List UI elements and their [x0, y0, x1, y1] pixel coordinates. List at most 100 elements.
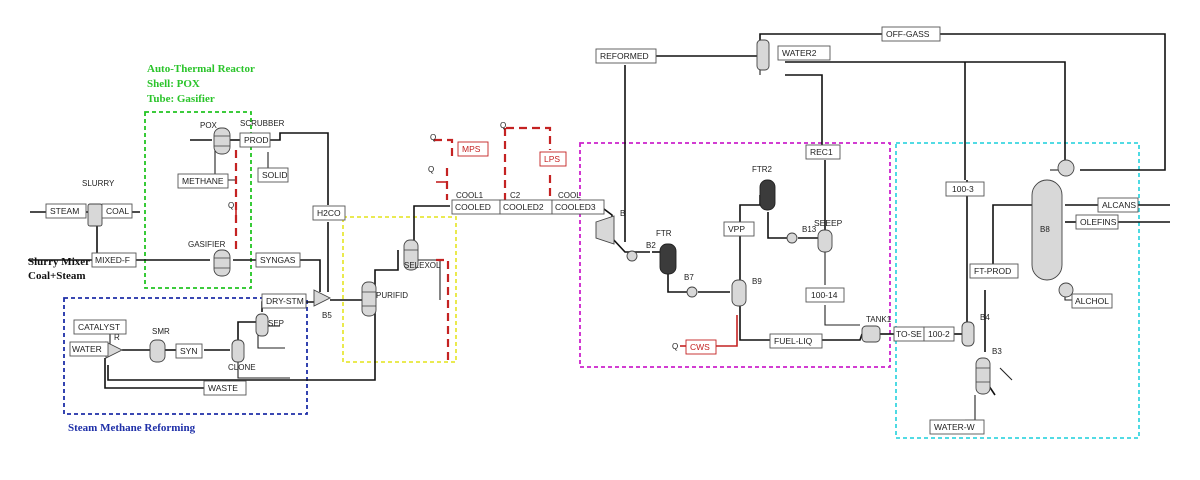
svg-text:COOLED: COOLED: [455, 202, 491, 212]
line-clone-sep: [237, 321, 258, 340]
svg-text:PROD: PROD: [244, 135, 269, 145]
b13-label: B13: [802, 225, 817, 234]
line-b3-right: [999, 367, 1013, 381]
stream-solid[interactable]: SOLID: [257, 167, 289, 183]
selexol-label: SELEXOL: [404, 261, 441, 270]
stream-water[interactable]: WATER: [69, 341, 109, 357]
stream-to-se[interactable]: TO-SE: [893, 326, 925, 342]
line-clone-out: [237, 362, 290, 379]
svg-text:FUEL-LIQ: FUEL-LIQ: [774, 336, 813, 346]
line-waste: [104, 358, 205, 389]
stream-mps[interactable]: MPS: [457, 141, 489, 157]
stream-dry-stm[interactable]: DRY-STM: [261, 293, 307, 309]
q-label-cws: Q: [672, 342, 678, 351]
slurry-label: SLURRY: [82, 179, 115, 188]
stream-100-14[interactable]: 100-14: [805, 287, 845, 303]
stream-reformed[interactable]: REFORMED: [595, 48, 657, 64]
line-fuel-tank: [822, 333, 863, 341]
svg-text:CWS: CWS: [690, 342, 710, 352]
stream-olefins[interactable]: OLEFINS: [1075, 214, 1119, 230]
line-purifid-selexol: [374, 250, 399, 290]
svg-text:H2CO: H2CO: [317, 208, 341, 218]
stream-syn[interactable]: SYN: [175, 343, 203, 359]
svg-text:DRY-STM: DRY-STM: [266, 296, 304, 306]
svg-text:MPS: MPS: [462, 144, 481, 154]
stream-seeep[interactable]: SEEEP: [814, 218, 843, 228]
stream-cooled3[interactable]: COOLED3: [551, 199, 605, 215]
smr-reactor-icon: [149, 339, 166, 363]
ftr-label: FTR: [656, 229, 672, 238]
stream-ft-prod[interactable]: FT-PROD: [969, 263, 1019, 279]
q-label-mps: Q: [430, 133, 436, 142]
svg-text:FT-PROD: FT-PROD: [974, 266, 1011, 276]
stream-vpp[interactable]: VPP: [723, 221, 755, 237]
stream-lps[interactable]: LPS: [539, 151, 567, 167]
b3-label: B3: [992, 347, 1002, 356]
stream-water2[interactable]: WATER2: [777, 45, 831, 61]
smr-label: SMR: [152, 327, 170, 336]
stream-water-w[interactable]: WATER-W: [929, 419, 985, 435]
stream-cooled[interactable]: COOLED: [451, 199, 501, 215]
b2-heater-icon: [626, 250, 638, 262]
heat-line-lps: [506, 126, 552, 150]
b3-column-icon: [975, 357, 991, 395]
stream-cws[interactable]: CWS: [685, 339, 717, 355]
stream-alcans[interactable]: ALCANS: [1097, 197, 1139, 213]
stream-100-3[interactable]: 100-3: [945, 181, 985, 197]
b5-mixer-icon: [313, 289, 332, 307]
stream-fuel-liq[interactable]: FUEL-LIQ: [769, 333, 823, 349]
slurry-mixer-icon: [87, 203, 103, 227]
sep-icon: [255, 313, 269, 337]
stream-steam[interactable]: STEAM: [45, 203, 87, 219]
svg-text:TO-SE: TO-SE: [896, 329, 922, 339]
stream-methane[interactable]: METHANE: [177, 173, 229, 189]
smr-title: Steam Methane Reforming: [68, 422, 196, 434]
b7-label: B7: [684, 273, 694, 282]
b9-flash-icon: [731, 279, 747, 307]
stream-alchol[interactable]: ALCHOL: [1071, 293, 1113, 309]
svg-text:VPP: VPP: [728, 224, 745, 234]
stream-waste[interactable]: WASTE: [203, 380, 247, 396]
line-recycle-bottom: [107, 360, 376, 381]
stream-rec1[interactable]: REC1: [805, 144, 841, 160]
svg-text:COOLED3: COOLED3: [555, 202, 596, 212]
line-ftr2-b13: [767, 212, 788, 239]
tank1-icon: [861, 325, 881, 343]
line-rec1-water2: [785, 74, 823, 145]
stream-off-gass[interactable]: OFF-GASS: [881, 26, 941, 42]
atr-tube: Tube: Gasifier: [147, 93, 215, 105]
svg-text:ALCANS: ALCANS: [1102, 200, 1136, 210]
stream-catalyst[interactable]: CATALYST: [73, 319, 127, 335]
svg-text:SYN: SYN: [180, 346, 197, 356]
group-purification-box: [342, 216, 457, 363]
q-label-atr: Q: [228, 201, 234, 210]
svg-text:OLEFINS: OLEFINS: [1080, 217, 1117, 227]
svg-text:COOLED2: COOLED2: [503, 202, 544, 212]
stream-syngas[interactable]: SYNGAS: [255, 252, 301, 268]
stream-coal[interactable]: COAL: [101, 203, 133, 219]
pox-label: POX: [200, 121, 218, 130]
gasifier-icon: [213, 249, 231, 277]
q-label-cool1: Q: [428, 165, 434, 174]
stream-cooled2[interactable]: COOLED2: [499, 199, 553, 215]
heat-line-purif: [436, 258, 450, 362]
heat-line-cws-b9: [716, 315, 738, 347]
stream-100-2[interactable]: 100-2: [923, 326, 955, 342]
cool1-label: COOL1: [456, 191, 484, 200]
svg-text:WASTE: WASTE: [208, 383, 238, 393]
b8-column-icon: [1031, 179, 1063, 281]
svg-text:MIXED-F: MIXED-F: [95, 255, 130, 265]
stream-h2co[interactable]: H2CO: [312, 205, 346, 221]
line-sep-bottom: [257, 334, 285, 349]
line-water2-top: [785, 61, 1066, 160]
group-ft-box: [579, 142, 891, 368]
gasifier-label: GASIFIER: [188, 240, 226, 249]
smr-mixer-label: R: [114, 333, 120, 342]
svg-text:100-14: 100-14: [811, 290, 838, 300]
stream-prod[interactable]: PROD: [239, 132, 271, 148]
cyclone-icon: [231, 339, 245, 363]
group-smr-box: [63, 297, 308, 415]
selexol-column-icon: [403, 239, 419, 271]
stream-mixed-f[interactable]: MIXED-F: [91, 252, 137, 268]
b-label: B: [620, 209, 625, 218]
